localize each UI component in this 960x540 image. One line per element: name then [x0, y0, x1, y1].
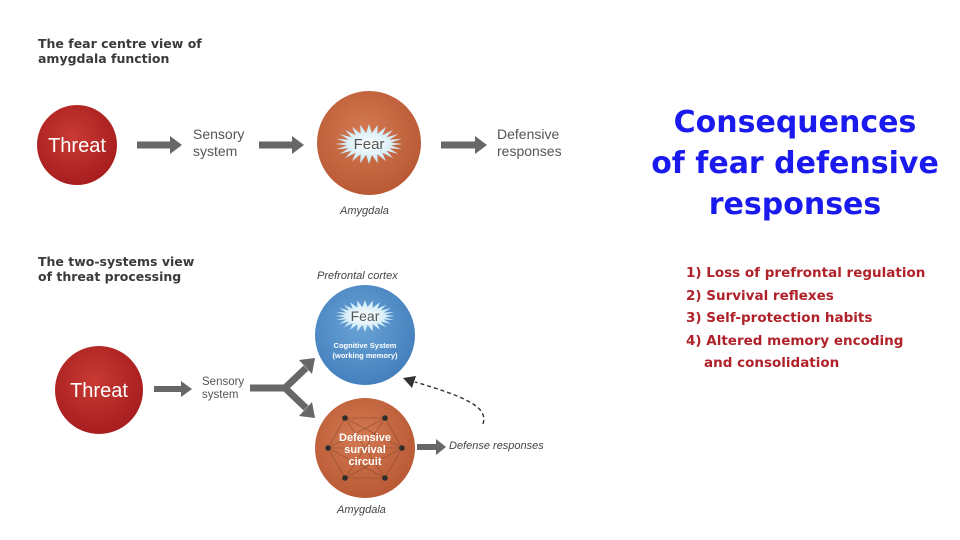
circuit-line3: circuit	[348, 456, 381, 468]
threat-label-2: Threat	[70, 380, 128, 402]
list-item-4: 4) Altered memory encoding	[686, 332, 904, 349]
diagram2-title-line1: The two-systems view	[38, 254, 195, 269]
sensory-line2-1: system	[193, 143, 238, 159]
amygdala-caption-1: Amygdala	[340, 205, 389, 217]
heading-line1: Consequences	[673, 105, 917, 140]
list-item-2: 2) Survival reflexes	[686, 287, 834, 304]
diagram2-title-line2: of threat processing	[38, 269, 182, 284]
dashed-feedback-arrow	[403, 376, 485, 425]
cognitive-line2: (working memory)	[332, 351, 398, 360]
fork-arrow	[250, 358, 315, 418]
arrow-1c	[441, 136, 487, 154]
defensive-line1: Defensive	[497, 126, 560, 142]
fear-label-2: Fear	[351, 308, 380, 324]
arrow-1a	[137, 136, 182, 154]
diagram1-title-line2: amygdala function	[38, 51, 170, 66]
sensory-system-label-2: Sensory system	[202, 376, 244, 402]
circuit-nodes	[325, 415, 405, 481]
diagram1-title: The fear centre view of amygdala functio…	[38, 36, 202, 66]
consequences-heading: Consequences of fear defensive responses	[640, 102, 950, 225]
defensive-responses-label: Defensive responses	[497, 126, 562, 160]
cognitive-line1: Cognitive System	[334, 341, 397, 350]
arrow-2d	[417, 439, 446, 455]
threat-circle-2	[55, 346, 143, 434]
prefrontal-cortex-caption: Prefrontal cortex	[317, 270, 398, 282]
arrow-2a	[154, 381, 192, 397]
circuit-line2: survival	[344, 444, 386, 456]
list-item-3: 3) Self-protection habits	[686, 310, 873, 326]
defensive-line2: responses	[497, 143, 562, 159]
amygdala-caption-2: Amygdala	[337, 504, 386, 516]
consequences-list: 1) Loss of prefrontal regulation 2) Surv…	[686, 262, 925, 375]
threat-label-1: Threat	[48, 135, 106, 157]
cognitive-system-circle	[315, 285, 415, 385]
fear-burst-1	[335, 124, 403, 164]
arrow-1b	[259, 136, 304, 154]
fear-label-1: Fear	[354, 136, 385, 153]
list-item-4-continuation: and consolidation	[704, 355, 840, 371]
sensory-line1-1: Sensory	[193, 126, 245, 142]
list-item-1: 1) Loss of prefrontal regulation	[686, 265, 926, 281]
circuit-line1: Defensive	[339, 432, 391, 444]
fear-burst-2	[335, 300, 395, 332]
heading-line2: of fear defensive	[651, 146, 939, 181]
sensory-line1-2: Sensory	[202, 376, 245, 388]
sensory-line2-2: system	[202, 389, 239, 401]
sensory-system-label-1: Sensory system	[193, 126, 244, 160]
diagram1-title-line1: The fear centre view of	[38, 36, 202, 51]
defense-responses-caption: Defense responses	[449, 440, 544, 452]
threat-circle-1	[37, 105, 117, 185]
diagram-canvas: Threat Fear Threat Fear Cognitive System…	[37, 91, 487, 498]
diagram2-title: The two-systems view of threat processin…	[38, 254, 194, 284]
heading-line3: responses	[708, 187, 882, 222]
